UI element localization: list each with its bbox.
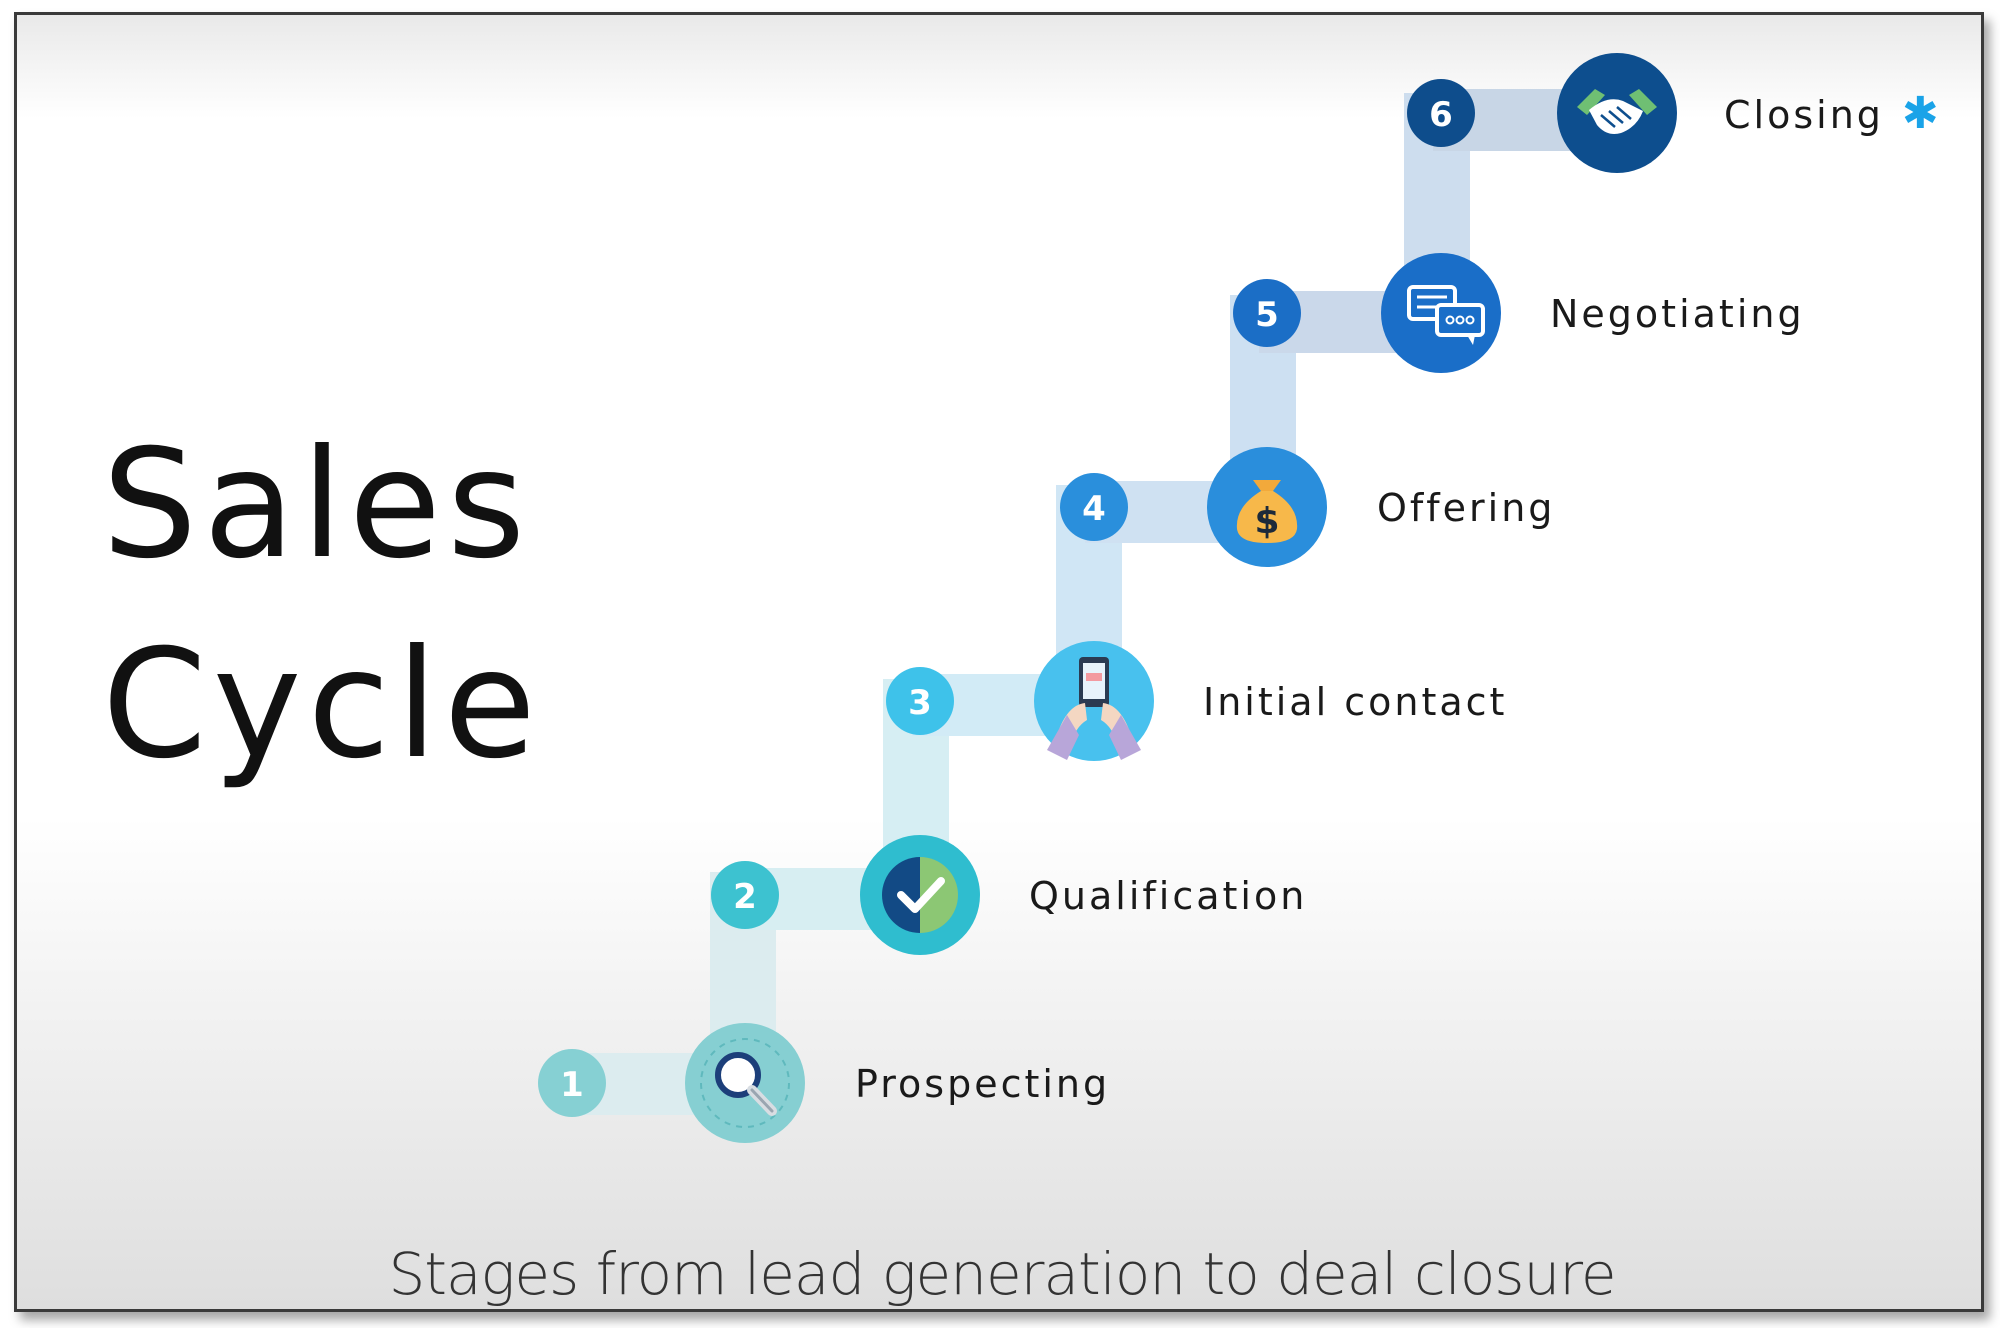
- badge-1: [538, 1049, 606, 1117]
- title-line-1: Sales: [102, 418, 532, 592]
- stage-label-6: Closing: [1724, 93, 1884, 137]
- svg-text:$: $: [1254, 501, 1279, 542]
- title-line-2: Cycle: [102, 618, 542, 792]
- badge-4: [1060, 473, 1128, 541]
- badge-2-number: 2: [733, 877, 757, 917]
- badge-2: [711, 861, 779, 929]
- badge-6: [1407, 79, 1475, 147]
- stage-label-3: Initial contact: [1203, 680, 1508, 724]
- stage-label-5: Negotiating: [1550, 292, 1805, 336]
- stage-label-4: Offering: [1377, 486, 1556, 530]
- money-bag-icon: $: [1207, 447, 1327, 567]
- chat-bubbles-icon: [1381, 253, 1501, 373]
- connectors: [567, 89, 1613, 1115]
- star-icon: ✱: [1901, 88, 1939, 139]
- stage-icons: $: [685, 53, 1677, 1143]
- badge-3-number: 3: [908, 683, 932, 723]
- page-title: Sales Cycle: [102, 405, 622, 805]
- badge-1-number: 1: [560, 1065, 584, 1105]
- badge-6-number: 6: [1429, 95, 1453, 135]
- caption: Stages from lead generation to deal clos…: [388, 1240, 1616, 1308]
- handshake-icon: [1557, 53, 1677, 173]
- magnifier-icon: [685, 1023, 805, 1143]
- stage-label-2: Qualification: [1029, 874, 1308, 918]
- checkmark-badge-icon: [860, 835, 980, 955]
- badge-5-number: 5: [1255, 295, 1279, 335]
- badge-4-number: 4: [1082, 489, 1106, 529]
- staircase-diagram: 1 2 3 4 5 6: [538, 53, 1677, 1143]
- badge-5: [1233, 279, 1301, 347]
- number-badges: 1 2 3 4 5 6: [538, 79, 1475, 1117]
- slide-frame: Sales Cycle: [14, 12, 1984, 1312]
- badge-3: [886, 667, 954, 735]
- stage-label-1: Prospecting: [855, 1062, 1111, 1106]
- phone-hands-icon: [1034, 641, 1154, 761]
- stage-label-6-row: Closing✱: [1724, 92, 1939, 137]
